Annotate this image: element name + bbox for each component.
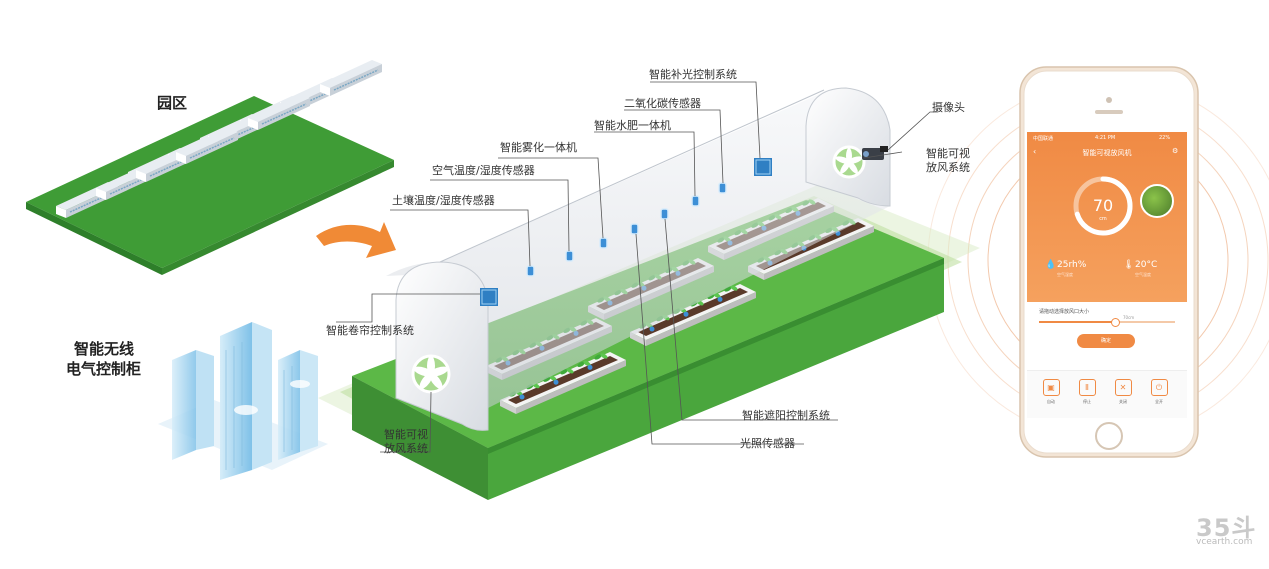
park-map <box>26 60 394 275</box>
label-fan-right-2: 放风系统 <box>926 161 970 174</box>
sensor-row <box>526 182 727 277</box>
curtain-control-box <box>480 288 498 306</box>
control-button-4[interactable]: ⏻ 全开 <box>1149 379 1169 405</box>
vent-opening-value: 70 <box>1092 196 1114 215</box>
temperature-value: 20°C <box>1135 260 1158 270</box>
camera-icon <box>862 146 888 160</box>
planting-bed <box>500 352 626 414</box>
cabinet-label-line2: 电气控制柜 <box>66 360 142 378</box>
control-button-3[interactable]: ✕ 关闭 <box>1113 379 1133 405</box>
label-fan-right-1: 智能可视 <box>926 147 970 160</box>
label-water-fertilizer: 智能水肥一体机 <box>594 119 671 132</box>
park-greenhouse <box>320 60 382 96</box>
control-button-bar: ▣ 自动 Ⅱ 停止 ✕ 关闭 ⏻ 全开 <box>1027 370 1187 418</box>
status-time: 4:21 PM <box>1095 135 1116 141</box>
temperature-caption: 空气温度 <box>1135 272 1151 277</box>
control-button-label: 自动 <box>1047 399 1055 404</box>
status-battery: 22% <box>1159 135 1171 141</box>
auto-icon: ▣ <box>1042 379 1060 396</box>
label-shading: 智能遮阳控制系统 <box>742 409 830 422</box>
humidity-value: 25rh% <box>1057 260 1087 270</box>
slider-label: 请拖动选择放风口大小 <box>1039 309 1090 315</box>
status-carrier: 中国联通 <box>1033 136 1054 142</box>
control-button-1[interactable]: ▣ 自动 <box>1041 379 1061 405</box>
building-cluster <box>158 322 328 480</box>
confirm-button[interactable]: 确定 <box>1077 334 1135 348</box>
vent-slider[interactable] <box>1039 318 1175 327</box>
humidity-caption: 空气湿度 <box>1057 272 1073 277</box>
pause-icon: Ⅱ <box>1078 379 1096 396</box>
label-fan-left-2: 放风系统 <box>384 442 428 455</box>
power-icon: ⏻ <box>1150 379 1168 396</box>
label-spray: 智能雾化一体机 <box>500 141 577 154</box>
watermark-url: vcearth.com <box>1196 537 1253 547</box>
park-greenhouse <box>176 128 238 164</box>
label-soil-sensor: 土壤温度/湿度传感器 <box>392 194 495 207</box>
control-button-label: 停止 <box>1083 399 1091 404</box>
thermometer-icon: 🌡 <box>1123 260 1135 270</box>
back-icon[interactable]: ‹ <box>1033 147 1037 156</box>
control-button-label: 关闭 <box>1119 399 1127 404</box>
camera-preview-thumbnail[interactable] <box>1140 184 1174 218</box>
fan-left <box>411 354 451 394</box>
leader-lines <box>336 81 938 453</box>
vent-slider-fill <box>1039 321 1116 323</box>
vent-opening-unit: cm <box>1099 216 1107 222</box>
label-supplement-light: 智能补光控制系统 <box>649 68 737 81</box>
gauge-ring <box>1073 176 1133 236</box>
label-co2-sensor: 二氧化碳传感器 <box>624 97 701 110</box>
control-button-2[interactable]: Ⅱ 停止 <box>1077 379 1097 405</box>
label-camera: 摄像头 <box>932 101 965 114</box>
vent-slider-knob[interactable] <box>1111 318 1121 327</box>
watermark-logo: 35斗 <box>1196 514 1257 542</box>
status-bar: 中国联通 4:21 PM 22% <box>1027 132 1187 144</box>
slider-value-label: 70cm <box>1123 315 1135 320</box>
label-light-sensor: 光照传感器 <box>740 437 795 450</box>
settings-icon[interactable]: ⚙ <box>1172 147 1179 155</box>
label-curtain: 智能卷帘控制系统 <box>326 324 414 337</box>
fan-right <box>832 145 866 179</box>
planting-bed <box>630 284 756 346</box>
droplet-icon: 💧 <box>1045 260 1057 270</box>
close-icon: ✕ <box>1114 379 1132 396</box>
app-title: 智能可视放风机 <box>1082 149 1132 157</box>
label-fan-left-1: 智能可视 <box>384 428 428 441</box>
label-air-sensor: 空气温度/湿度传感器 <box>432 164 535 177</box>
control-button-label: 全开 <box>1155 399 1163 404</box>
flow-arrow <box>316 222 396 258</box>
supplement-light-box <box>754 158 772 176</box>
park-greenhouse <box>248 94 310 130</box>
cabinet-label-line1: 智能无线 <box>74 340 135 358</box>
phone-screen: 中国联通 4:21 PM 22% ‹ 智能可视放风机 ⚙ 70 cm 💧 25r… <box>1027 132 1187 418</box>
smartphone: 中国联通 4:21 PM 22% ‹ 智能可视放风机 ⚙ 70 cm 💧 25r… <box>1019 66 1199 458</box>
park-label: 园区 <box>157 94 188 112</box>
